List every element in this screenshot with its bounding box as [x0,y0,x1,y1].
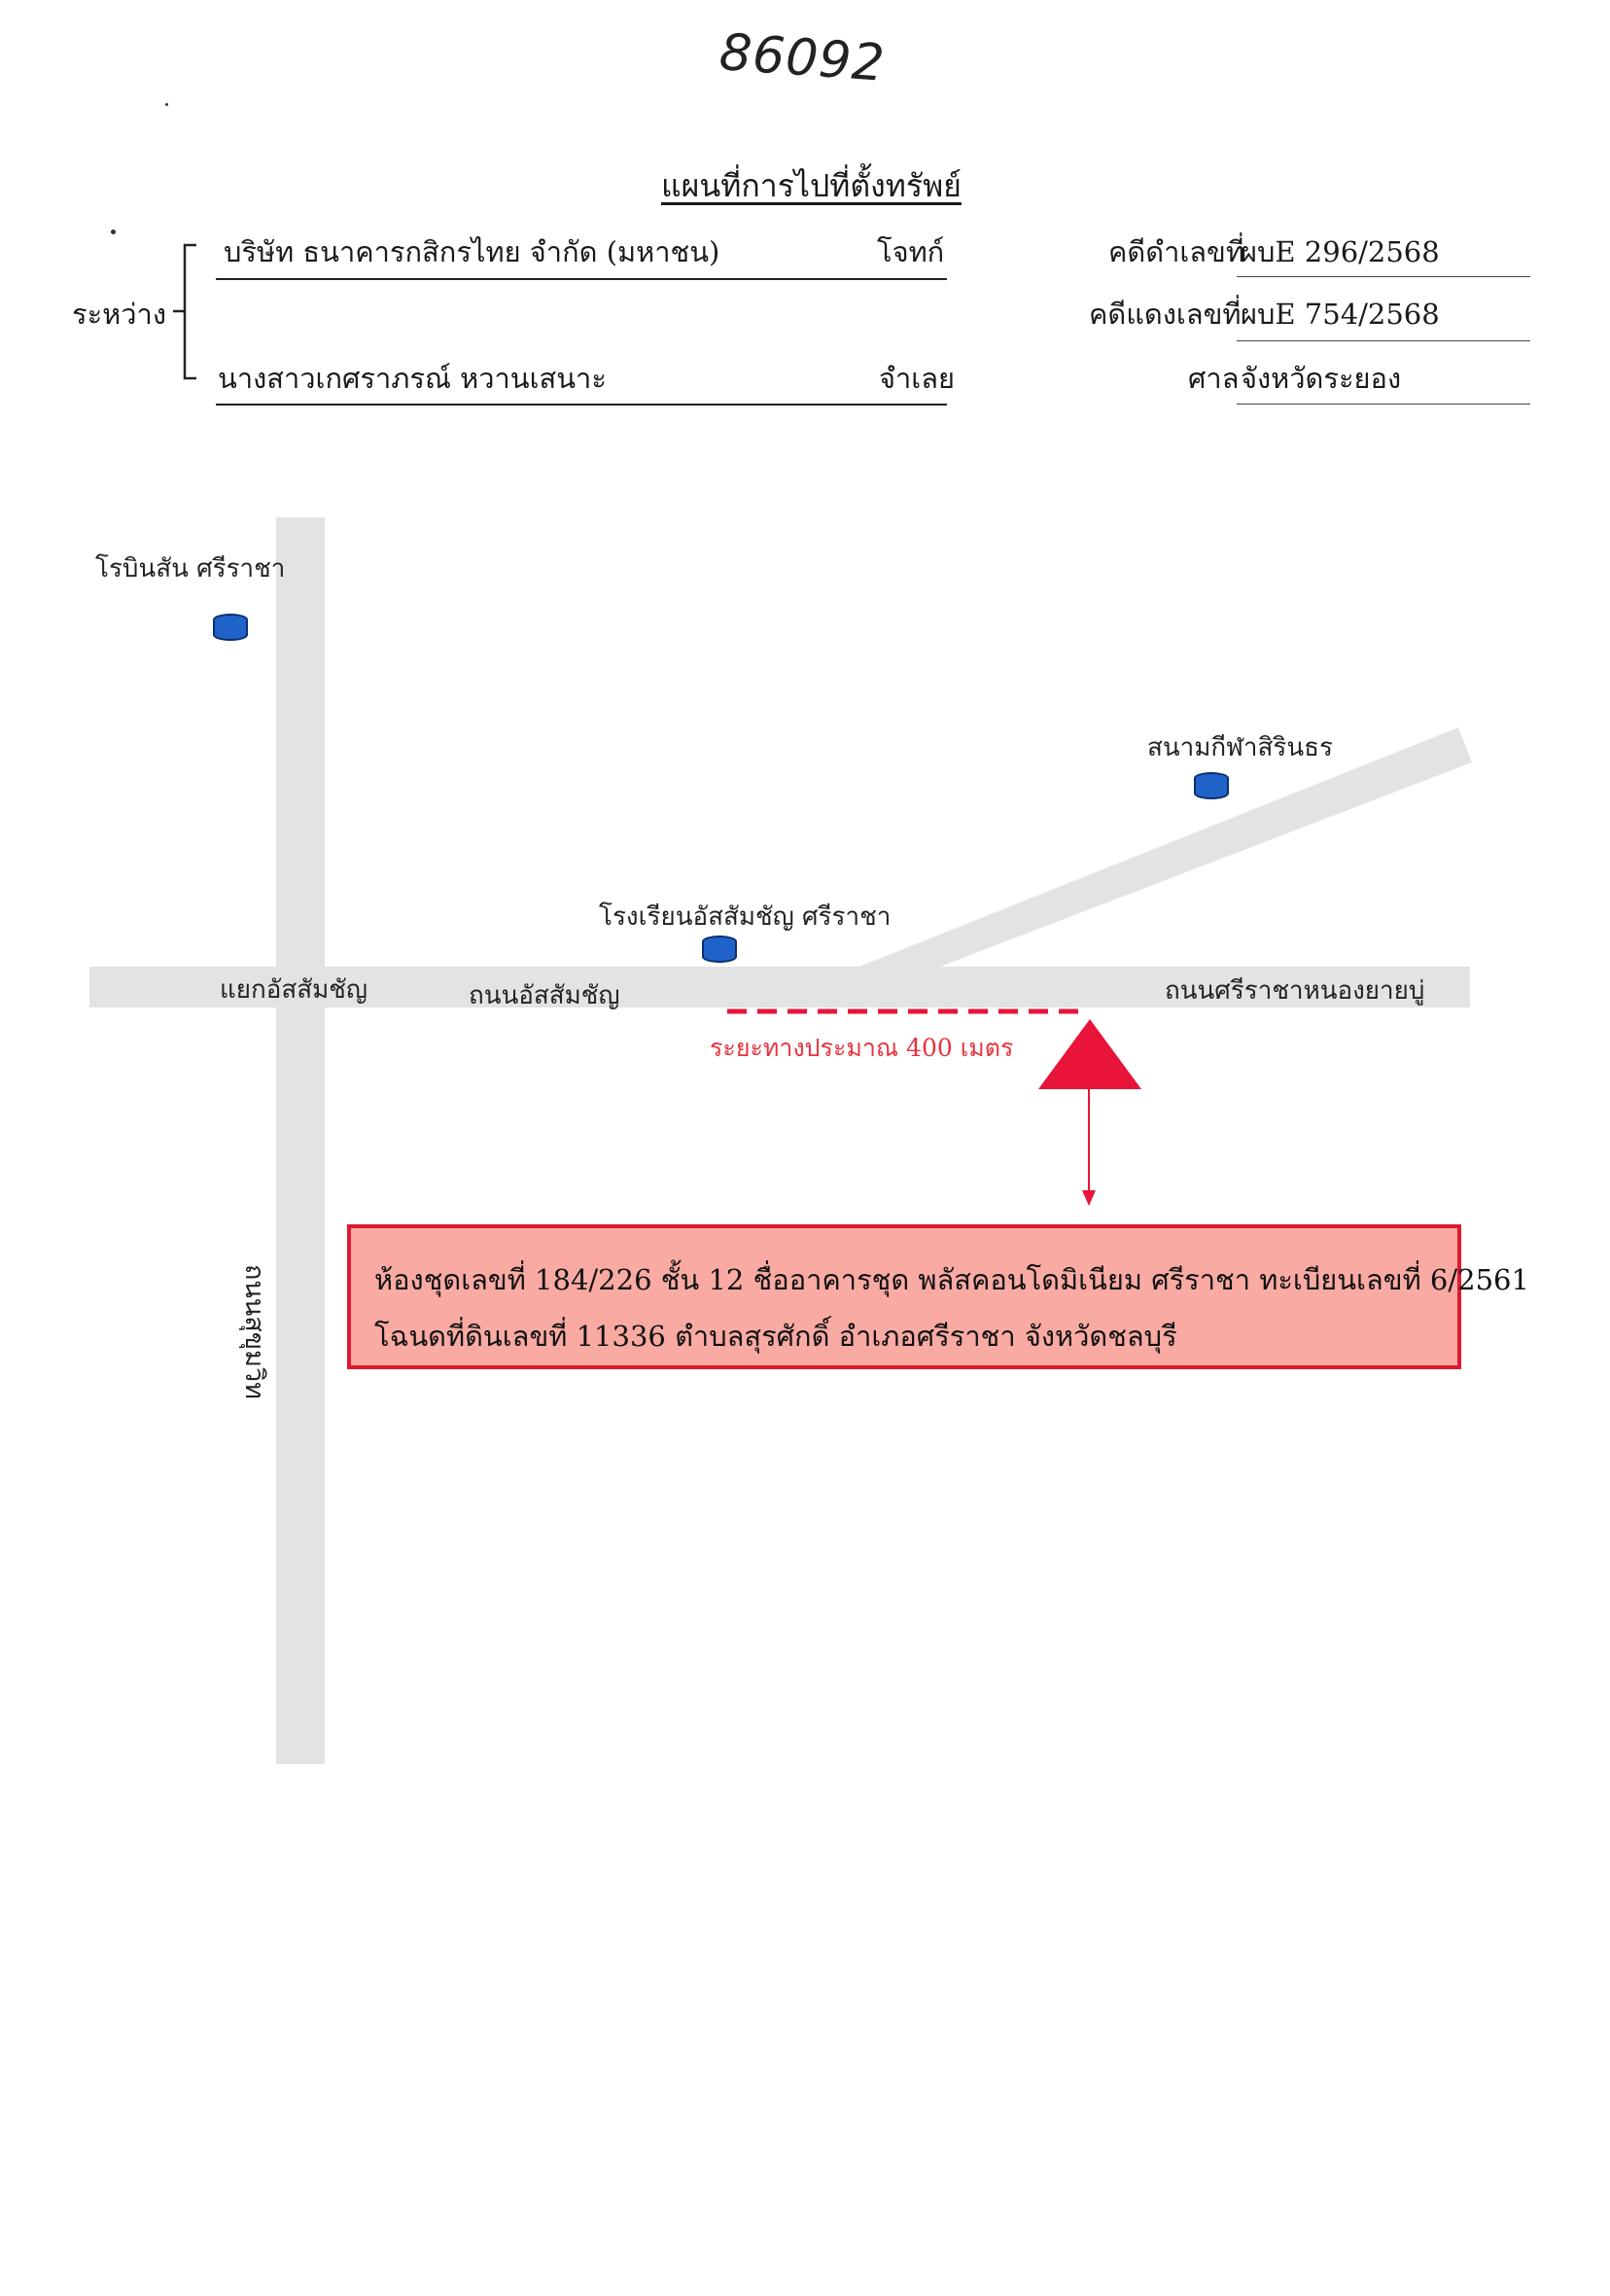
red-case-value: ผบE 754/2568 [1241,298,1440,331]
bracket-icon [173,243,196,380]
between-label: ระหว่าง [72,298,166,331]
red-case-label: คดีแดงเลขที่ [1089,298,1242,331]
property-info-line2: โฉนดที่ดินเลขที่ 11336 ตำบลสุรศักดิ์ อำเ… [374,1320,1177,1353]
court-underline [1237,404,1530,405]
vertical-road-label: ถนนสุขุมวิท [239,1264,269,1399]
landmark-robinson-label: โรบินสัน ศรีราชา [95,554,286,583]
property-info-line1: ห้องชุดเลขที่ 184/226 ชั้น 12 ชื่ออาคารช… [374,1263,1529,1296]
landmark-school-label: โรงเรียนอัสสัมชัญ ศรีราชา [599,902,892,932]
vertical-road [276,517,325,1764]
scan-speck [165,103,168,106]
court-value: จังหวัดระยอง [1241,362,1402,395]
school-marker-icon [702,936,737,963]
horizontal-road [89,967,1470,1007]
page-title: แผนที่การไปที่ตั้งทรัพย์ [661,167,962,204]
handwritten-number: 86092 [718,23,888,93]
distance-dashed-line [727,1008,1079,1014]
court-label: ศาล [1188,362,1240,395]
plaintiff-name: บริษัท ธนาคารกสิกรไทย จำกัด (มหาชน) [224,235,720,268]
assumption-road-label: ถนนอัสสัมชัญ [469,981,620,1010]
red-case-underline [1237,340,1530,341]
robinson-marker-icon [213,614,248,641]
landmark-stadium-label: สนามกีฬาสิรินธร [1147,733,1333,762]
plaintiff-role: โจทก์ [877,235,945,268]
distance-label: ระยะทางประมาณ 400 เมตร [710,1034,1014,1062]
diagonal-road [840,727,1472,974]
arrow-down-icon [1082,1089,1096,1206]
black-case-underline [1237,276,1530,277]
plaintiff-underline [216,278,947,280]
black-case-value: ผบE 296/2568 [1241,235,1440,268]
target-triangle-icon [1038,1019,1141,1089]
defendant-underline [216,404,947,406]
junction-label: แยกอัสสัมชัญ [220,975,368,1005]
scan-speck [111,230,116,234]
black-case-label: คดีดำเลขที่ [1108,235,1244,268]
sriracha-road-label: ถนนศรีราชาหนองยายบู่ [1165,976,1425,1006]
defendant-name: นางสาวเกศราภรณ์ หวานเสนาะ [218,362,607,395]
stadium-marker-icon [1194,772,1229,799]
property-info-box: ห้องชุดเลขที่ 184/226 ชั้น 12 ชื่ออาคารช… [347,1224,1529,1369]
defendant-role: จำเลย [879,362,955,395]
